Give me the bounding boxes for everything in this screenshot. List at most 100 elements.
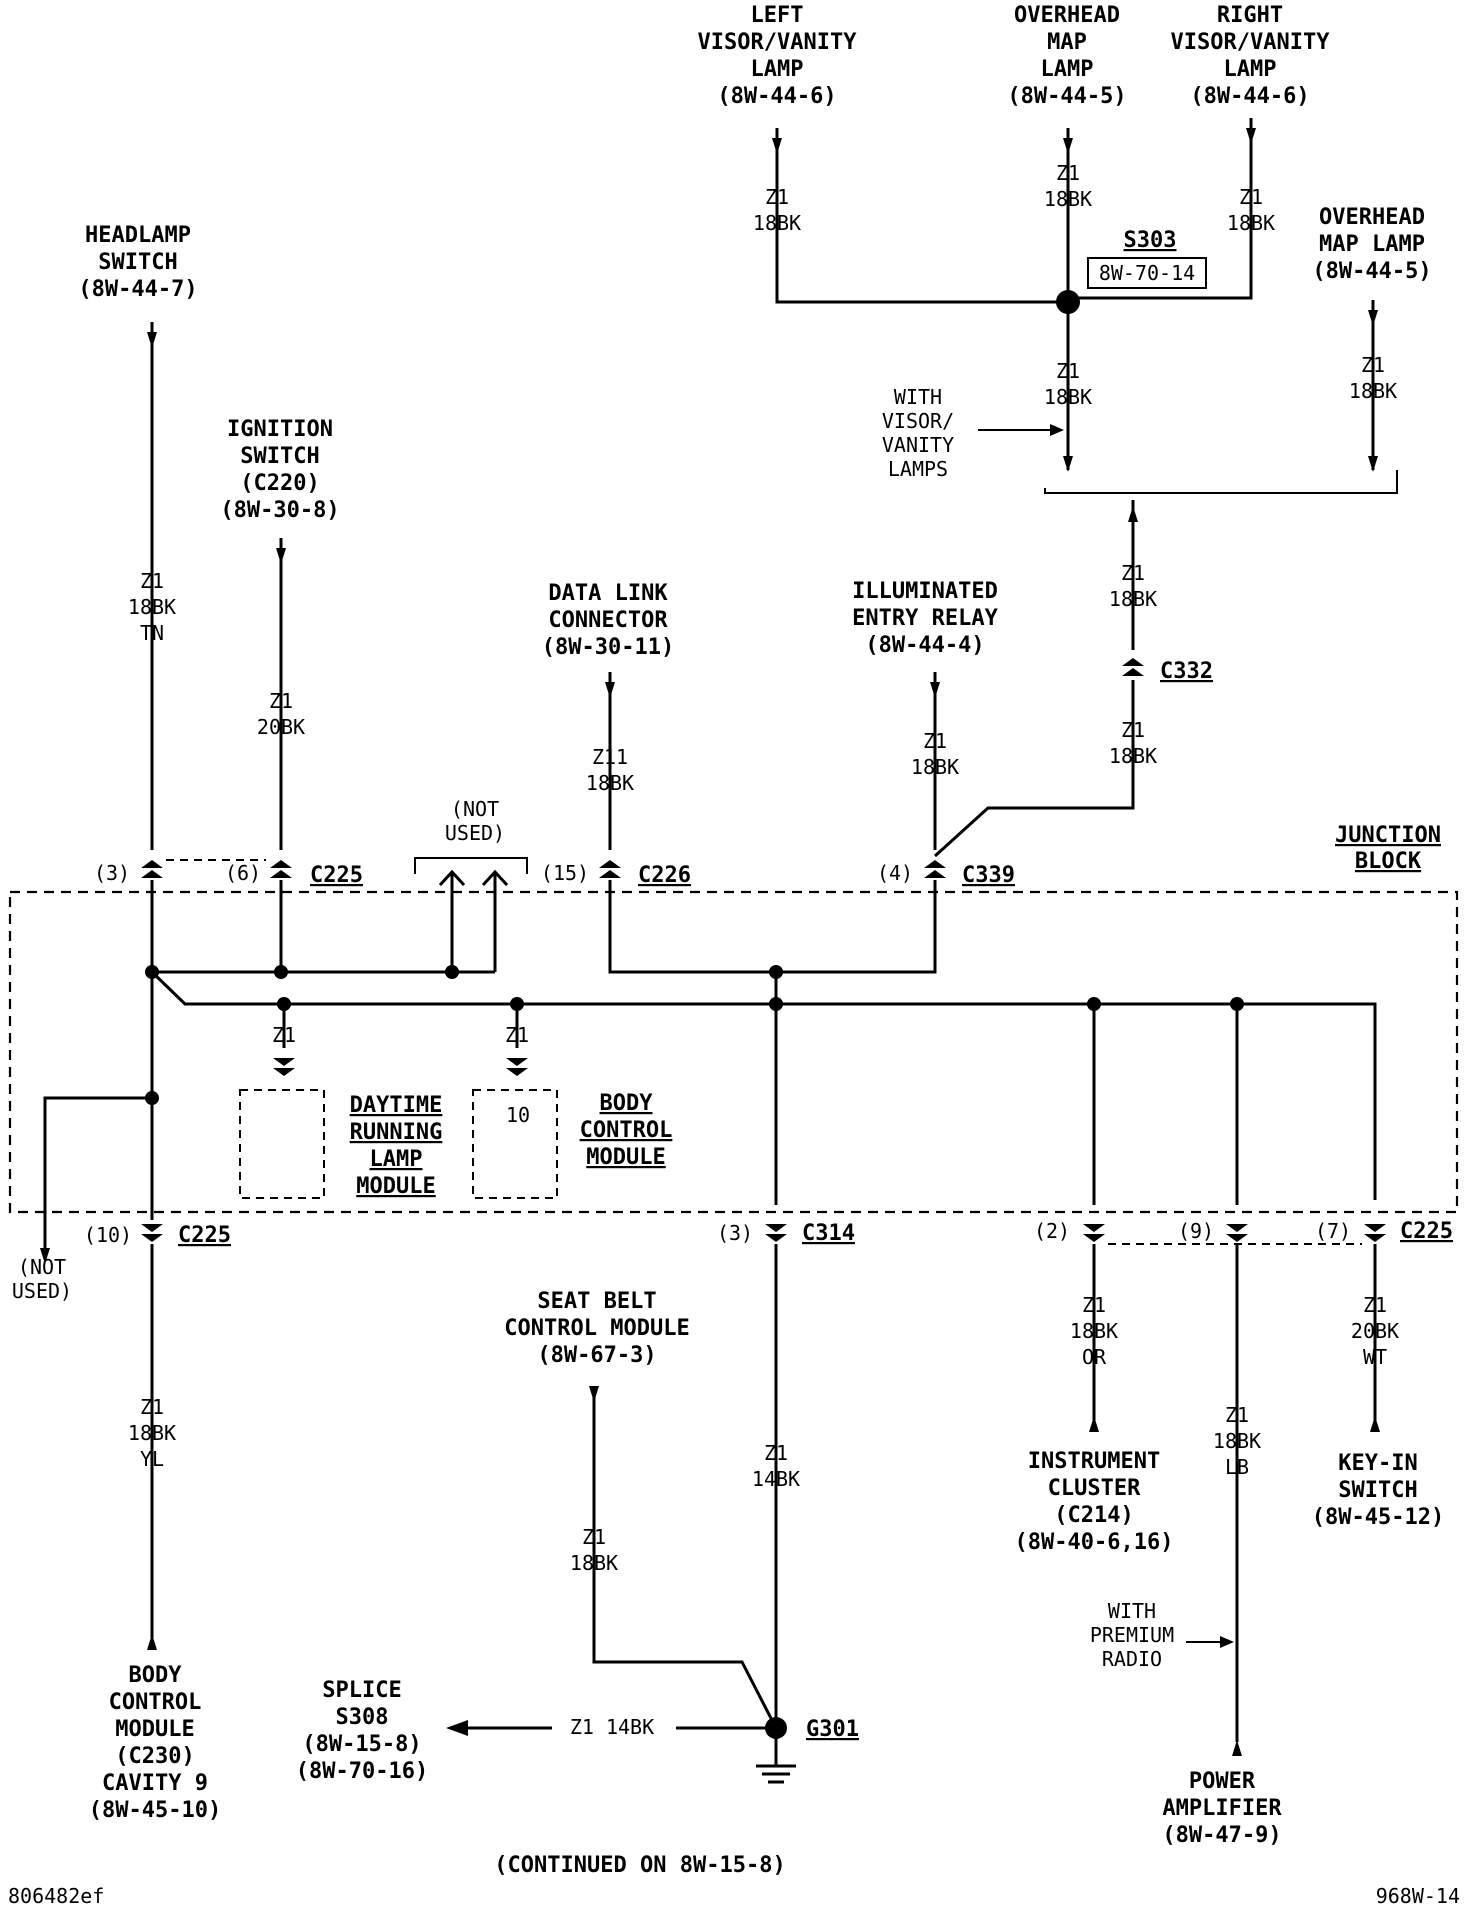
svg-text:(8W-47-9): (8W-47-9) bbox=[1162, 1823, 1281, 1848]
svg-text:(8W-70-16): (8W-70-16) bbox=[296, 1759, 428, 1784]
svg-text:Z1: Z1 bbox=[1056, 359, 1080, 383]
svg-text:CONTROL: CONTROL bbox=[109, 1690, 202, 1715]
connector-c225-bottom-right: C225 bbox=[1400, 1219, 1453, 1244]
arrow-up-icon bbox=[1370, 1416, 1380, 1432]
splice-s308-label: SPLICE S308 (8W-15-8) (8W-70-16) bbox=[296, 1678, 428, 1784]
svg-text:Z1: Z1 bbox=[764, 1441, 788, 1465]
svg-text:ENTRY RELAY: ENTRY RELAY bbox=[852, 606, 998, 631]
svg-text:18BK: 18BK bbox=[1070, 1319, 1118, 1343]
svg-text:(C230): (C230) bbox=[115, 1744, 194, 1769]
svg-text:(4): (4) bbox=[877, 861, 913, 885]
svg-text:18BK: 18BK bbox=[1213, 1429, 1261, 1453]
svg-text:Z1: Z1 bbox=[1239, 185, 1263, 209]
svg-text:JUNCTION: JUNCTION bbox=[1335, 823, 1441, 848]
bcm-box bbox=[472, 1089, 558, 1199]
svg-text:MODULE: MODULE bbox=[115, 1717, 194, 1742]
svg-text:KEY-IN: KEY-IN bbox=[1338, 1451, 1417, 1476]
svg-text:MAP LAMP: MAP LAMP bbox=[1319, 232, 1425, 257]
svg-text:(8W-44-6): (8W-44-6) bbox=[1190, 84, 1309, 109]
svg-text:WITH: WITH bbox=[1108, 1599, 1156, 1623]
bcm-cavity: 10 bbox=[506, 1103, 530, 1127]
svg-text:Z1 14BK: Z1 14BK bbox=[570, 1715, 654, 1739]
connector-c225-top: C225 bbox=[310, 863, 363, 888]
arrow-down-icon bbox=[930, 682, 940, 698]
connector-c314: C314 bbox=[802, 1221, 855, 1246]
arrow-up-icon bbox=[1128, 506, 1138, 522]
svg-text:RADIO: RADIO bbox=[1102, 1647, 1162, 1671]
svg-text:LEFT: LEFT bbox=[751, 3, 804, 28]
svg-text:YL: YL bbox=[140, 1447, 164, 1471]
arrow-down-icon bbox=[1246, 128, 1256, 144]
svg-text:Z1: Z1 bbox=[923, 729, 947, 753]
svg-text:(8W-45-10): (8W-45-10) bbox=[89, 1798, 221, 1823]
svg-text:Z1: Z1 bbox=[140, 569, 164, 593]
svg-text:(2): (2) bbox=[1034, 1219, 1070, 1243]
splice-s303-label: S303 8W-70-14 bbox=[1087, 228, 1207, 289]
overhead-map-lamp-label: OVERHEAD MAP LAMP (8W-44-5) bbox=[1007, 3, 1126, 109]
svg-text:MODULE: MODULE bbox=[586, 1145, 665, 1170]
svg-text:BODY: BODY bbox=[129, 1663, 183, 1688]
svg-text:LB: LB bbox=[1225, 1455, 1249, 1479]
power-amplifier-wire: Z1 18BK LB bbox=[1186, 1244, 1261, 1756]
svg-text:WT: WT bbox=[1363, 1345, 1387, 1369]
svg-text:(6): (6) bbox=[225, 861, 261, 885]
continued-note: (CONTINUED ON 8W-15-8) bbox=[494, 1853, 785, 1878]
svg-text:Z1: Z1 bbox=[272, 1023, 296, 1047]
arrow-up-icon bbox=[1232, 1740, 1242, 1756]
junction-block-outline bbox=[8, 890, 1459, 1214]
svg-text:(8W-44-6): (8W-44-6) bbox=[717, 84, 836, 109]
bottom-connector-row: (10) C225 (3) C314 (2) (9) (7) C225 bbox=[84, 1219, 1453, 1248]
power-amplifier-label: POWER AMPLIFIER (8W-47-9) bbox=[1162, 1769, 1282, 1848]
arrow-up-icon bbox=[147, 1634, 157, 1650]
headlamp-wire: Z1 18BK TN bbox=[128, 322, 176, 878]
svg-text:18BK: 18BK bbox=[753, 211, 801, 235]
svg-text:(15): (15) bbox=[541, 861, 589, 885]
right-visor-lamp-label: RIGHT VISOR/VANITY LAMP (8W-44-6) bbox=[1171, 3, 1331, 109]
svg-text:18BK: 18BK bbox=[1227, 211, 1275, 235]
arrow-up-icon bbox=[1089, 1416, 1099, 1432]
svg-text:18BK: 18BK bbox=[1109, 744, 1157, 768]
svg-text:USED): USED) bbox=[12, 1279, 72, 1303]
svg-text:18BK: 18BK bbox=[1044, 187, 1092, 211]
ignition-wire: Z1 20BK bbox=[257, 538, 305, 878]
svg-text:18BK: 18BK bbox=[1044, 385, 1092, 409]
svg-text:INSTRUMENT: INSTRUMENT bbox=[1028, 1449, 1160, 1474]
svg-text:20BK: 20BK bbox=[257, 715, 305, 739]
svg-text:18BK: 18BK bbox=[570, 1551, 618, 1575]
with-visor-note: WITH VISOR/ VANITY LAMPS bbox=[882, 385, 954, 481]
svg-text:Z1: Z1 bbox=[1056, 161, 1080, 185]
c332-wire: Z1 18BK Z1 18BK C332 bbox=[933, 500, 1213, 858]
svg-text:18BK: 18BK bbox=[128, 595, 176, 619]
ground-wires: Z1 18BK Z1 14BK Z1 14BK G301 bbox=[446, 1244, 859, 1784]
svg-text:PREMIUM: PREMIUM bbox=[1090, 1623, 1174, 1647]
svg-text:(NOT: (NOT bbox=[18, 1255, 66, 1279]
footer-right-code: 968W-14 bbox=[1376, 1884, 1460, 1908]
svg-text:VISOR/VANITY: VISOR/VANITY bbox=[1171, 30, 1331, 55]
svg-text:IGNITION: IGNITION bbox=[227, 417, 333, 442]
svg-text:14BK: 14BK bbox=[752, 1467, 800, 1491]
svg-text:CONTROL MODULE: CONTROL MODULE bbox=[504, 1316, 689, 1341]
svg-text:POWER: POWER bbox=[1189, 1769, 1256, 1794]
instrument-cluster-wire: Z1 18BK OR bbox=[1070, 1244, 1118, 1432]
svg-text:Z1: Z1 bbox=[269, 689, 293, 713]
connector-c339: C339 bbox=[962, 863, 1015, 888]
svg-text:SEAT BELT: SEAT BELT bbox=[537, 1289, 656, 1314]
svg-text:CONNECTOR: CONNECTOR bbox=[548, 608, 668, 633]
svg-text:OVERHEAD: OVERHEAD bbox=[1319, 205, 1425, 230]
svg-text:LAMPS: LAMPS bbox=[888, 457, 948, 481]
svg-text:AMPLIFIER: AMPLIFIER bbox=[1162, 1796, 1282, 1821]
svg-text:(8W-30-11): (8W-30-11) bbox=[542, 635, 674, 660]
headlamp-switch-label: HEADLAMP SWITCH (8W-44-7) bbox=[78, 223, 197, 302]
arrow-down-icon bbox=[147, 332, 157, 348]
svg-text:Z1: Z1 bbox=[1225, 1403, 1249, 1427]
svg-text:SWITCH: SWITCH bbox=[1338, 1478, 1417, 1503]
svg-text:Z1: Z1 bbox=[582, 1525, 606, 1549]
svg-text:(8W-30-8): (8W-30-8) bbox=[220, 498, 339, 523]
svg-text:(7): (7) bbox=[1315, 1219, 1351, 1243]
with-premium-note: WITH PREMIUM RADIO bbox=[1090, 1599, 1174, 1671]
ground-g301: G301 bbox=[806, 1717, 859, 1742]
svg-text:VISOR/: VISOR/ bbox=[882, 409, 954, 433]
svg-text:LAMP: LAMP bbox=[751, 57, 804, 82]
svg-text:Z1: Z1 bbox=[1082, 1293, 1106, 1317]
svg-text:Z1: Z1 bbox=[1121, 561, 1145, 585]
